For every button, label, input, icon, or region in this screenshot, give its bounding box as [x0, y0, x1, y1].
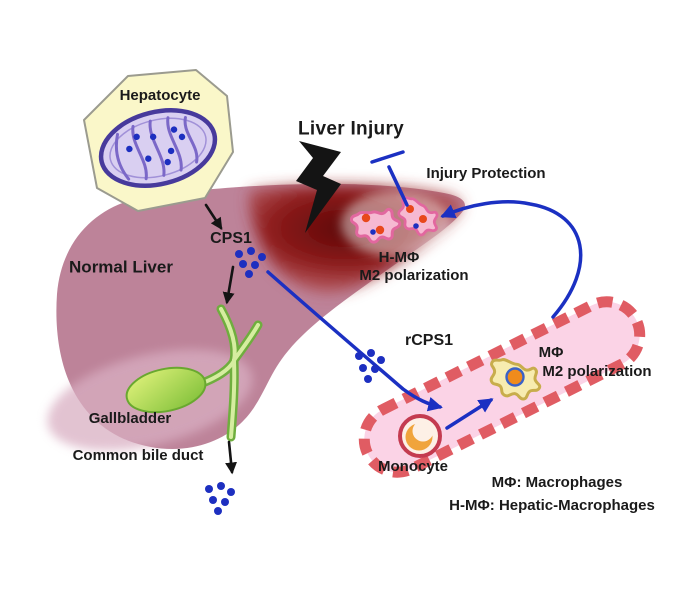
monocyte-cell	[398, 414, 442, 458]
inhibition-line	[387, 165, 409, 207]
inhibition-bar	[370, 150, 405, 164]
vessel-macrophage-cell	[482, 355, 546, 406]
h-macrophage-label: H-MΦ	[378, 248, 420, 266]
bileduct-dots	[205, 482, 235, 515]
liver-injury-title: Liver Injury	[297, 118, 405, 140]
arrow-hepatocyte-to-cps1	[204, 203, 223, 231]
h-macrophage-cells	[349, 193, 445, 247]
macrophage-label: MΦ	[538, 343, 564, 361]
legend-hepatic-macrophages: H-MΦ: Hepatic-Macrophages	[449, 496, 655, 514]
cps1-label: CPS1	[210, 230, 252, 248]
arrow-cps1-to-bileduct	[222, 265, 235, 305]
cps1-dots	[235, 247, 266, 278]
injury-protection-label: Injury Protection	[426, 164, 546, 182]
gallbladder-label: Gallbladder	[88, 409, 172, 427]
arrow-vessel-to-macrophages	[440, 200, 583, 319]
gallbladder-shape	[125, 366, 207, 414]
arrow-bileduct-secretion	[225, 440, 237, 475]
legend-macrophages: MΦ: Macrophages	[491, 473, 623, 491]
rcps1-dots	[355, 349, 385, 383]
normal-liver-label: Normal Liver	[69, 257, 173, 277]
black-arrows	[204, 203, 237, 475]
rcps1-label: rCPS1	[404, 332, 454, 350]
mitochondrion-cps1-dots	[126, 126, 186, 166]
monocyte-label: Monocyte	[377, 457, 449, 475]
hepatocyte-label: Hepatocyte	[119, 86, 201, 104]
macrophage-sub-label: M2 polarization	[542, 362, 652, 380]
common-bile-duct-label: Common bile duct	[72, 446, 204, 464]
mitochondrion	[98, 108, 218, 188]
lightning-bolt-icon	[296, 141, 341, 233]
arrow-cps1-to-vessel	[266, 270, 443, 412]
blue-arrows	[266, 150, 583, 430]
h-macrophage-sub-label: M2 polarization	[359, 266, 469, 284]
arrow-monocyte-to-macrophage	[445, 398, 494, 430]
